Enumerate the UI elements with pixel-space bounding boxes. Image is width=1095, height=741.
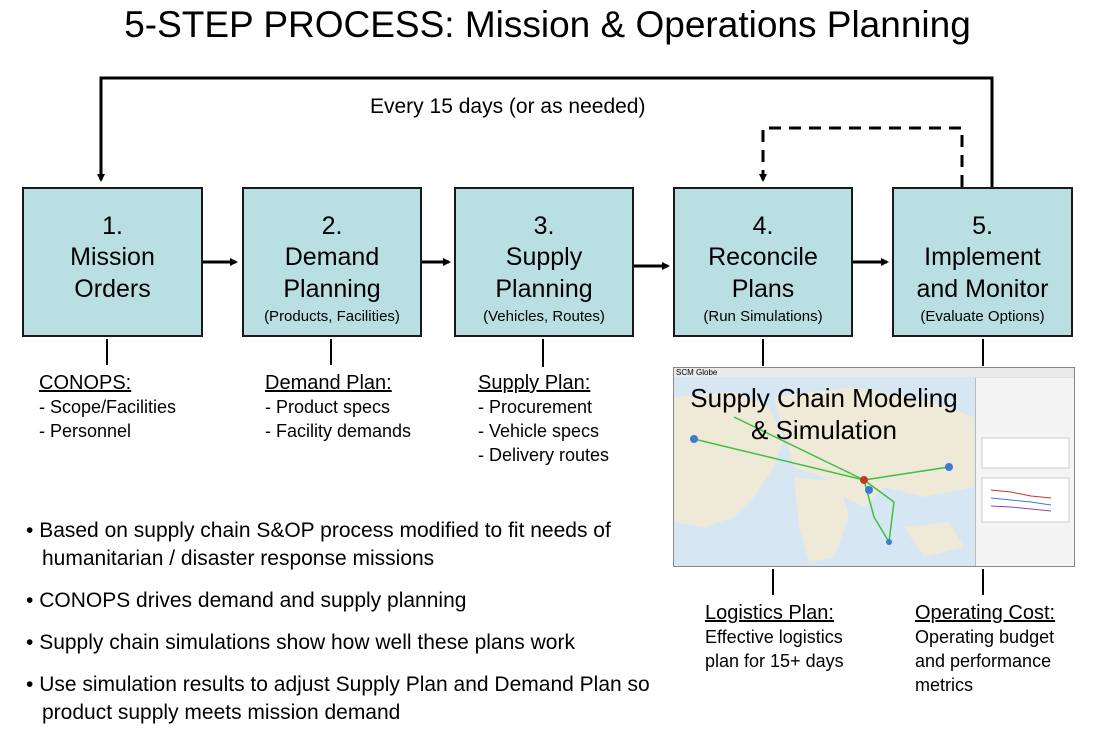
- step-name-line2: Planning: [283, 275, 381, 303]
- step-subtitle: (Products, Facilities): [264, 308, 400, 325]
- step-name-line1: Implement: [924, 243, 1041, 271]
- logistics-plan-block: Logistics Plan: Effective logistics plan…: [705, 601, 844, 673]
- key-points-list: Based on supply chain S&OP process modif…: [26, 517, 666, 741]
- screenshot-caption: Supply Chain Modeling & Simulation: [674, 382, 974, 446]
- caption-line2: & Simulation: [751, 415, 897, 445]
- step-name-line1: Reconcile: [708, 243, 818, 271]
- step-number: 1.: [102, 212, 123, 240]
- step-number: 4.: [752, 212, 774, 240]
- facility-marker: [860, 476, 868, 484]
- step-number: 2.: [321, 212, 343, 240]
- step-2-box: 2. Demand Planning (Products, Facilities…: [242, 187, 422, 337]
- demand-plan-heading: Demand Plan:: [265, 372, 392, 394]
- detail-item: - Vehicle specs: [478, 421, 600, 441]
- bullet-item: Based on supply chain S&OP process modif…: [26, 517, 666, 573]
- page-title: 5-STEP PROCESS: Mission & Operations Pla…: [124, 4, 971, 45]
- output-line: Effective logistics: [705, 627, 843, 647]
- sim-results-chart: [981, 437, 1070, 523]
- step-name-line1: Supply: [505, 243, 583, 271]
- detail-item: - Facility demands: [265, 421, 412, 441]
- step-name-line2: and Monitor: [916, 275, 1049, 303]
- detail-item: - Scope/Facilities: [39, 397, 177, 417]
- output-line: Operating budget: [915, 627, 1055, 647]
- step-number: 3.: [533, 212, 555, 240]
- facility-marker: [865, 486, 873, 494]
- step-subtitle: (Vehicles, Routes): [483, 308, 605, 325]
- bullet-item: Use simulation results to adjust Supply …: [26, 671, 666, 727]
- facility-marker: [945, 463, 953, 471]
- output-line: and performance: [915, 651, 1052, 671]
- detail-item: - Delivery routes: [478, 445, 610, 465]
- sim-results-panel: [975, 378, 1074, 566]
- feedback-loop-arrow: [97, 76, 994, 187]
- bullet-item: Supply chain simulations show how well t…: [26, 629, 666, 657]
- step-subtitle: (Run Simulations): [703, 308, 823, 325]
- detail-item: - Personnel: [39, 421, 132, 441]
- operating-cost-heading: Operating Cost:: [915, 602, 1056, 624]
- dashed-loop-arrow: [759, 126, 964, 187]
- step-name-line1: Demand: [284, 243, 380, 271]
- conops-block: CONOPS: - Scope/Facilities - Personnel: [39, 371, 176, 443]
- supply-plan-block: Supply Plan: - Procurement - Vehicle spe…: [478, 371, 609, 467]
- step-1-box: 1. Mission Orders: [22, 187, 203, 337]
- world-map: [674, 387, 974, 562]
- step-name-line2: Planning: [495, 275, 593, 303]
- operating-cost-block: Operating Cost: Operating budget and per…: [915, 601, 1055, 697]
- loop-frequency-label: Every 15 days (or as needed): [370, 95, 646, 118]
- step-name-line2: Plans: [731, 275, 795, 303]
- supply-plan-heading: Supply Plan:: [478, 372, 591, 394]
- detail-item: - Procurement: [478, 397, 593, 417]
- logistics-plan-heading: Logistics Plan:: [705, 602, 834, 624]
- demand-plan-block: Demand Plan: - Product specs - Facility …: [265, 371, 411, 443]
- step-subtitle: (Evaluate Options): [920, 308, 1045, 325]
- output-line: metrics: [915, 675, 973, 695]
- facility-marker: [886, 539, 892, 545]
- step-3-box: 3. Supply Planning (Vehicles, Routes): [454, 187, 634, 337]
- bullet-item: CONOPS drives demand and supply planning: [26, 587, 666, 615]
- step-5-box: 5. Implement and Monitor (Evaluate Optio…: [892, 187, 1073, 337]
- route-line: [733, 416, 865, 481]
- caption-line1: Supply Chain Modeling: [690, 383, 958, 413]
- detail-item: - Product specs: [265, 397, 391, 417]
- output-line: plan for 15+ days: [705, 651, 844, 671]
- step-name-line1: Mission: [70, 243, 155, 271]
- facility-marker: [690, 435, 698, 443]
- scm-globe-screenshot: SCM Globe Supply Chain Modeling & Simula…: [673, 367, 1075, 567]
- step-4-box: 4. Reconcile Plans (Run Simulations): [673, 187, 853, 337]
- step-name-line2: Orders: [74, 275, 151, 303]
- app-title-bar: SCM Globe: [674, 368, 1074, 377]
- step-number: 5.: [972, 212, 993, 240]
- conops-heading: CONOPS:: [39, 372, 132, 394]
